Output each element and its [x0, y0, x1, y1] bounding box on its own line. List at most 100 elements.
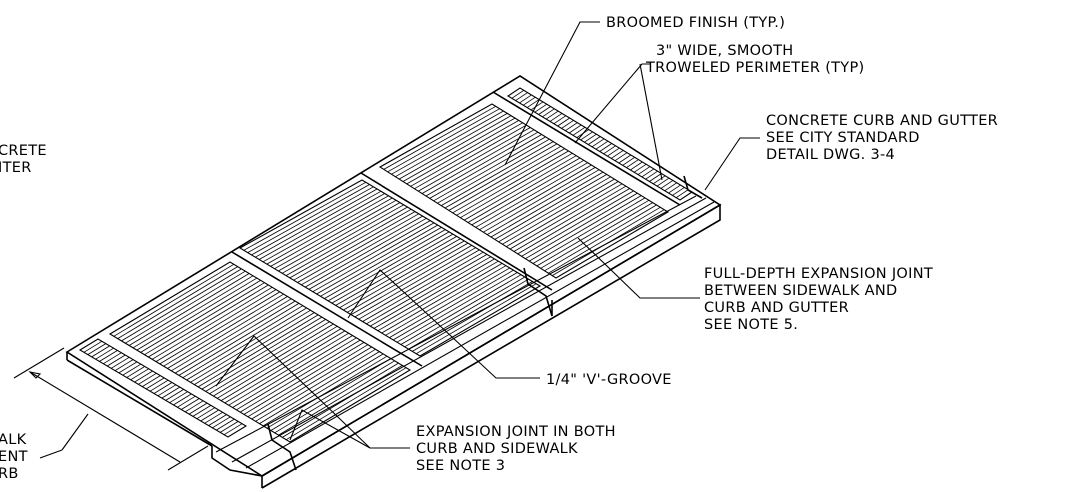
hatch-line	[486, 169, 600, 235]
hatch-line	[404, 276, 526, 348]
hatch-line	[389, 267, 510, 338]
hatch-line	[205, 319, 326, 392]
hatch-line	[223, 423, 243, 436]
hatch-line	[513, 185, 627, 252]
hatch-line	[251, 346, 372, 420]
hatch-line	[247, 344, 369, 418]
hatch-line	[95, 347, 114, 360]
hatch-line	[607, 147, 620, 157]
hatch-line	[483, 167, 596, 233]
hatch-line	[515, 92, 528, 101]
hatch-line	[370, 256, 491, 327]
hatch-line	[544, 204, 657, 272]
hatch-line	[174, 300, 296, 374]
hatch-line	[350, 245, 472, 315]
label-smooth-perimeter-2: TROWELED PERIMETER (TYP)	[645, 60, 864, 76]
hatch-line	[186, 307, 307, 381]
hatch-line	[128, 273, 250, 346]
hatch-line	[385, 265, 507, 336]
hatch-line	[464, 155, 577, 221]
hatch-line	[148, 284, 269, 358]
label-left-top-2: ITER	[0, 160, 32, 176]
hatch-line	[285, 206, 408, 276]
hatch-line	[251, 186, 374, 256]
hatch-line	[270, 197, 393, 267]
hatch-line	[603, 145, 616, 155]
hatch-line	[456, 150, 569, 216]
hatch-line	[511, 89, 525, 99]
hatch-line	[392, 269, 514, 341]
hatch-line	[591, 138, 605, 148]
hatch-line	[270, 358, 392, 431]
hatch-line	[281, 204, 404, 274]
hatch-line	[99, 350, 118, 362]
hatch-line	[649, 173, 662, 182]
hatch-line	[121, 268, 242, 342]
hatch-line	[373, 258, 495, 329]
hatch-line	[437, 138, 550, 204]
hatch-line	[339, 238, 461, 309]
hatch-line	[278, 202, 401, 272]
hatch-line	[103, 352, 122, 365]
hatch-line	[343, 240, 465, 311]
hatch-line	[91, 345, 110, 358]
hatch-line	[652, 175, 666, 185]
hatch-line	[247, 184, 370, 253]
hatch-line	[110, 356, 130, 369]
label-full-depth-3: CURB AND GUTTER	[704, 300, 849, 316]
hatch-line	[259, 351, 380, 424]
hatch-line	[467, 157, 581, 223]
hatch-line	[538, 106, 551, 115]
hatch-line	[545, 110, 559, 120]
hatch-line	[118, 361, 138, 374]
hatch-line	[584, 133, 597, 143]
hatch-line	[212, 416, 231, 429]
hatch-line	[190, 309, 311, 383]
hatch-line	[398, 115, 512, 180]
hatch-line	[320, 227, 442, 297]
hatch-line	[509, 183, 623, 250]
hatch-line	[452, 148, 565, 214]
hatch-line	[151, 286, 273, 360]
hatch-line	[239, 339, 361, 413]
label-expansion-joint-2: CURB AND SIDEWALK	[416, 441, 578, 457]
hatch-line	[425, 131, 539, 197]
hatch-line	[316, 224, 438, 295]
hatch-line	[572, 126, 586, 136]
hatch-line	[163, 293, 284, 367]
hatch-line	[494, 174, 608, 240]
label-curb-gutter-1: CONCRETE CURB AND GUTTER	[766, 113, 998, 129]
hatch-line	[415, 283, 537, 355]
hatch-line	[285, 367, 407, 441]
hatch-line	[155, 289, 277, 362]
hatch-line	[347, 242, 469, 313]
label-left-bottom-2: ENT	[0, 449, 28, 465]
hatch-line	[641, 168, 655, 178]
sidewalk-slab	[65, 75, 722, 477]
hatch-line	[171, 298, 292, 372]
hatch-line	[145, 377, 165, 390]
leader-lines	[215, 21, 760, 449]
hatch-line	[304, 217, 427, 288]
hatch-line	[293, 211, 416, 281]
hatch-line	[414, 124, 527, 190]
hatch-line	[391, 110, 504, 175]
label-expansion-joint-3: SEE NOTE 3	[416, 458, 505, 474]
label-full-depth-4: SEE NOTE 5.	[704, 317, 798, 333]
hatch-line	[660, 180, 674, 189]
hatch-line	[536, 199, 650, 267]
label-left-bottom-1: ALK	[0, 432, 27, 448]
label-full-depth-2: BETWEEN SIDEWALK AND	[704, 283, 897, 299]
hatch-line	[610, 150, 624, 159]
hatch-line	[262, 193, 385, 263]
hatch-line	[519, 94, 532, 104]
hatch-line	[182, 305, 304, 379]
hatch-line	[266, 195, 389, 265]
hatch-line	[188, 402, 208, 415]
hatch-line	[429, 134, 542, 199]
hatch-line	[580, 131, 593, 141]
hatch-line	[534, 103, 548, 113]
hatch-line	[138, 372, 157, 385]
hatch-line	[194, 312, 315, 385]
hatch-line	[630, 161, 643, 171]
